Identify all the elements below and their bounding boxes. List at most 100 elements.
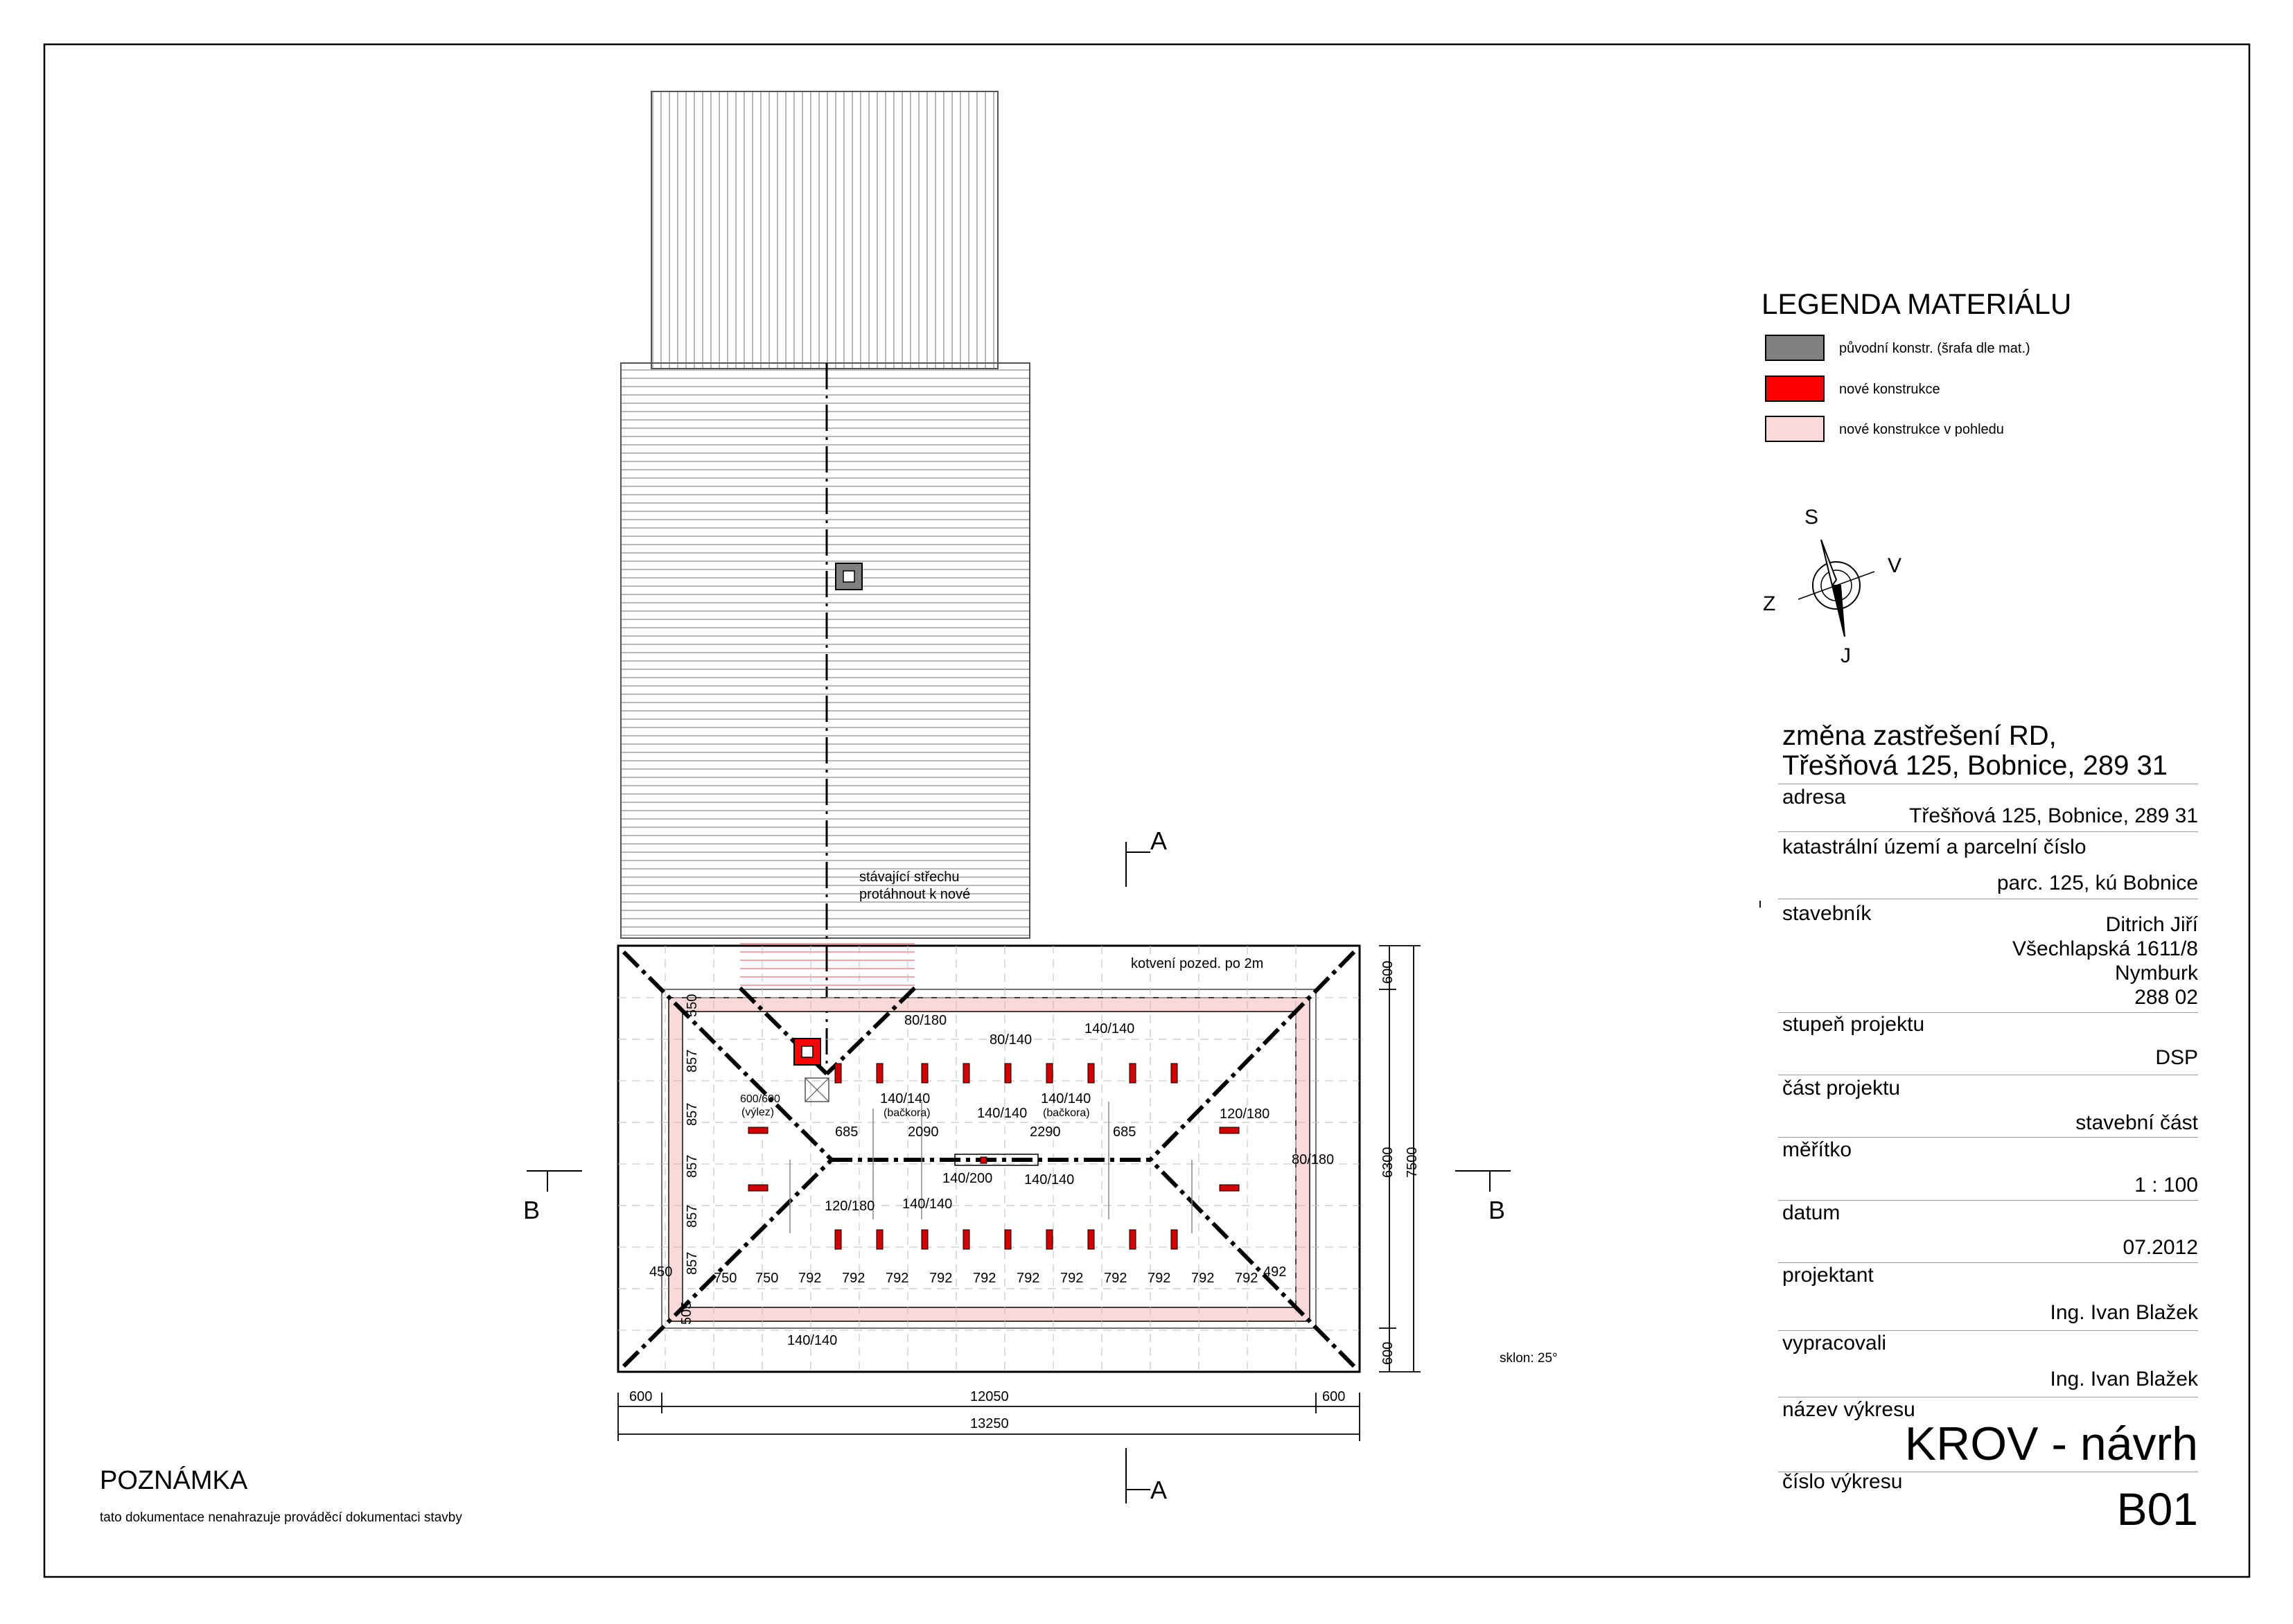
member-140-140-mid: 140/140: [977, 1106, 1028, 1121]
dim-792-10: 792: [1191, 1271, 1215, 1286]
compass-s: S: [1804, 506, 1819, 529]
row-label-scale: měřítko: [1782, 1138, 1852, 1161]
dim-792-2: 792: [842, 1271, 866, 1286]
row-label-address: adresa: [1782, 786, 1846, 809]
row-value-cadastre: parc. 125, kú Bobnice: [1996, 872, 2198, 894]
section-b-right: B: [1488, 1196, 1506, 1224]
dim-792-7: 792: [1060, 1271, 1084, 1286]
dim-750-2: 750: [755, 1271, 779, 1286]
sheet-border: [43, 43, 2251, 1578]
member-140-140-bottom: 140/140: [787, 1333, 838, 1348]
dim-857-2: 857: [685, 1102, 700, 1126]
dim-overhang-top: 600: [1380, 960, 1396, 984]
member-140-140-right: 140/140: [1041, 1091, 1091, 1106]
roof-hatch: [805, 1077, 829, 1102]
dim-792-8: 792: [1104, 1271, 1127, 1286]
member-80-180-right: 80/180: [1292, 1152, 1335, 1167]
row-label-stage: stupeň projektu: [1782, 1013, 1925, 1036]
existing-roof: [620, 91, 1030, 1067]
dim-792-4: 792: [929, 1271, 953, 1286]
dim-2290: 2290: [1030, 1124, 1061, 1140]
row-label-builder: stavebník: [1782, 902, 1872, 925]
dim-792-6: 792: [1017, 1271, 1040, 1286]
strut-note-left: (bačkora): [884, 1107, 931, 1119]
dim-492: 492: [1263, 1264, 1287, 1280]
project-title-line1: změna zastřešení RD,: [1782, 721, 2057, 751]
anchoring-note: kotvení pozed. po 2m: [1131, 956, 1264, 971]
compass-rose: [1798, 539, 1875, 637]
dim-685-right: 685: [1113, 1124, 1136, 1140]
dim-792-3: 792: [886, 1271, 909, 1286]
dim-height-inner: 6300: [1380, 1147, 1396, 1179]
member-120-180-left: 120/180: [825, 1199, 875, 1214]
row-value-part: stavební část: [2075, 1111, 2198, 1134]
row-label-date: datum: [1782, 1201, 1840, 1224]
dim-height-total: 7500: [1405, 1147, 1420, 1179]
row-value-builder-street: Všechlapská 1611/8: [2012, 937, 2198, 960]
dim-550: 550: [685, 994, 700, 1017]
slope-label: sklon: 25°: [1500, 1351, 1558, 1366]
note-text: tato dokumentace nenahrazuje prováděcí d…: [100, 1510, 462, 1525]
drawing-name-label: název výkresu: [1782, 1398, 1915, 1421]
section-marks: [527, 842, 1511, 1503]
dim-overhang-bottom: 600: [1380, 1341, 1396, 1365]
section-b-left: B: [523, 1196, 541, 1224]
member-140-140-lower: 140/140: [1024, 1172, 1075, 1188]
dim-857-4: 857: [685, 1204, 700, 1228]
member-140-140-top: 140/140: [1084, 1021, 1135, 1036]
row-value-scale: 1 : 100: [2134, 1174, 2198, 1197]
row-value-builder-name: Ditrich Jiří: [2105, 913, 2198, 936]
hatch-size: 600/600: [740, 1093, 780, 1105]
dim-792-9: 792: [1148, 1271, 1171, 1286]
row-value-address: Třešňová 125, Bobnice, 289 31: [1909, 804, 2198, 827]
dimension-lines: [617, 901, 1761, 1441]
dim-857-1: 857: [685, 1049, 700, 1073]
row-label-cadastre: katastrální území a parcelní číslo: [1782, 836, 2086, 858]
member-120-180-right: 120/180: [1220, 1106, 1270, 1122]
existing-roof-note-1: stávající střechu: [859, 870, 960, 885]
dim-overhang-right: 600: [1322, 1389, 1346, 1404]
drawing-name: KROV - návrh: [1904, 1418, 2198, 1470]
dim-750-1: 750: [714, 1271, 737, 1286]
dim-505: 505: [679, 1301, 694, 1325]
dim-857-3: 857: [685, 1154, 700, 1178]
dim-685-left: 685: [835, 1124, 859, 1140]
drawing-number-label: číslo výkresu: [1782, 1470, 1903, 1493]
member-80-140: 80/140: [990, 1032, 1033, 1048]
dim-792-5: 792: [973, 1271, 996, 1286]
row-label-prepared: vypracovali: [1782, 1332, 1887, 1354]
row-value-date: 07.2012: [2123, 1236, 2198, 1259]
row-value-stage: DSP: [2155, 1046, 2198, 1069]
legend-item-new: nové konstrukce: [1839, 382, 1940, 397]
project-title-line2: Třešňová 125, Bobnice, 289 31: [1782, 750, 2168, 781]
dim-792-11: 792: [1235, 1271, 1258, 1286]
compass-v: V: [1888, 554, 1902, 577]
dim-width-inner: 12050: [970, 1389, 1009, 1404]
existing-roof-note-2: protáhnout k nové: [859, 887, 971, 902]
member-140-200: 140/200: [942, 1171, 993, 1186]
legend-title: LEGENDA MATERIÁLU: [1762, 288, 2072, 320]
strut-note-right: (bačkora): [1043, 1107, 1090, 1119]
dim-792-1: 792: [798, 1271, 822, 1286]
row-label-designer: projektant: [1782, 1264, 1874, 1287]
section-a-bottom: A: [1150, 1476, 1168, 1504]
new-roof-outline: [617, 944, 1361, 1373]
member-140-140-bottom-mid: 140/140: [902, 1197, 953, 1212]
legend-item-new-view: nové konstrukce v pohledu: [1839, 422, 2004, 437]
drawing-number: B01: [2116, 1483, 2198, 1535]
dim-overhang-left: 600: [629, 1389, 653, 1404]
section-a-top: A: [1150, 827, 1168, 855]
compass-j: J: [1840, 644, 1851, 667]
note-title: POZNÁMKA: [100, 1466, 248, 1495]
member-140-140-left: 140/140: [880, 1091, 931, 1106]
row-value-designer: Ing. Ivan Blažek: [2050, 1301, 2198, 1324]
legend-swatches: [1765, 335, 1825, 442]
legend-item-existing: původní konstr. (šrafa dle mat.): [1839, 341, 2030, 356]
dim-width-total: 13250: [970, 1416, 1009, 1431]
compass-z: Z: [1763, 592, 1776, 615]
row-value-builder-city: Nymburk: [2114, 962, 2198, 985]
dim-2090: 2090: [908, 1124, 939, 1140]
row-label-part: část projektu: [1782, 1077, 1901, 1100]
